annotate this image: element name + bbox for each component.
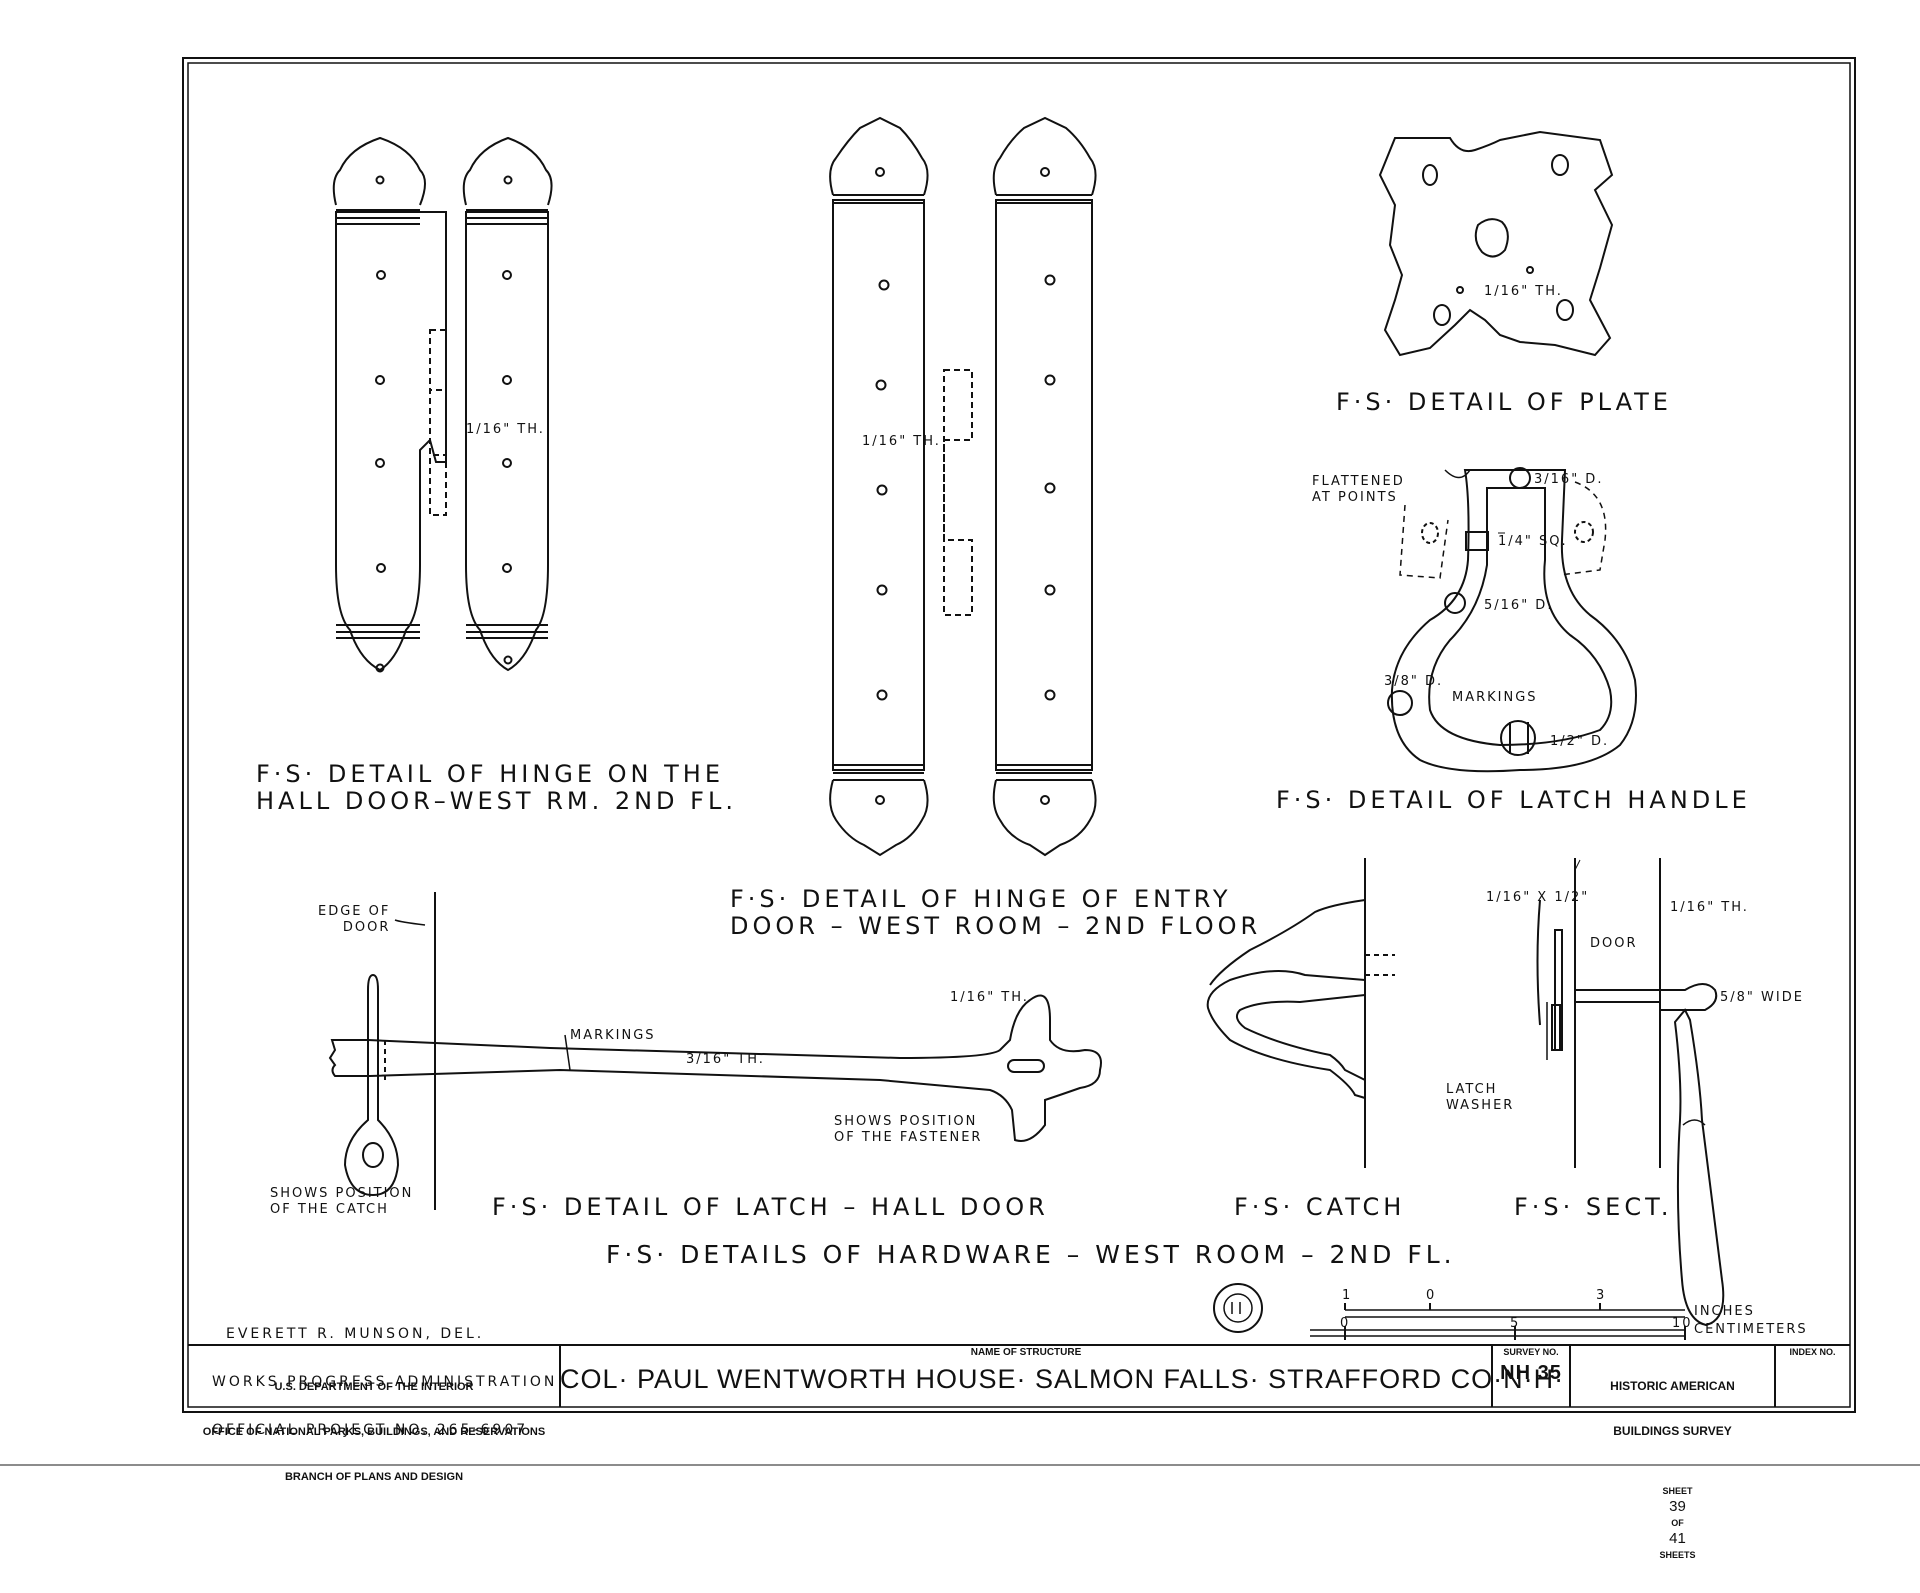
section-wide: 5/8" WIDE	[1720, 990, 1804, 1005]
latch-title: F·S· DETAIL OF LATCH – HALL DOOR	[492, 1193, 1049, 1221]
scale-cm-tick: 0	[1340, 1316, 1351, 1331]
credit-line: WORKS PROGRESS ADMINISTRATION	[212, 1374, 558, 1390]
agency-block: U.S. DEPARTMENT OF THE INTERIOR OFFICE O…	[192, 1350, 556, 1500]
sheet-prefix: SHEET	[1662, 1486, 1693, 1496]
section-dim-top: 1/16" X 1/2"	[1486, 890, 1590, 905]
habs-line: HISTORIC AMERICAN	[1610, 1379, 1735, 1393]
title-block-frame	[188, 1344, 1850, 1407]
outer-border	[182, 57, 1856, 1413]
scale-inch-tick: 1	[1342, 1288, 1353, 1303]
agency-line: U.S. DEPARTMENT OF THE INTERIOR	[274, 1381, 474, 1393]
latch-handle-dim-top: 3/16" D.	[1534, 472, 1604, 487]
index-no-label: INDEX NO.	[1789, 1347, 1836, 1357]
section-thickness: 1/16" TH.	[1670, 900, 1749, 915]
habs-line: BUILDINGS SURVEY	[1613, 1424, 1732, 1438]
section-title: F·S· SECT.	[1514, 1193, 1673, 1221]
hinge-hall-title-2: HALL DOOR–WEST RM. 2ND FL.	[256, 787, 737, 815]
hinge-entry-drawing	[829, 116, 1097, 857]
scale-bar	[1310, 1303, 1686, 1340]
sheet-total: 41	[1669, 1530, 1686, 1547]
hinge-entry-thickness: 1/16" TH.	[862, 434, 941, 449]
latch-handle-dim-sq: 1/4" SQ.	[1498, 534, 1568, 549]
latch-handle-title: F·S· DETAIL OF LATCH HANDLE	[1276, 786, 1751, 814]
section-latch-washer: LATCH WASHER	[1446, 1082, 1515, 1114]
latch-handle-drawing	[1387, 467, 1637, 773]
sheet-of: OF	[1671, 1518, 1684, 1528]
catch-title: F·S· CATCH	[1234, 1193, 1406, 1221]
surveyor-seal	[1213, 1283, 1263, 1333]
sheet-title: F·S· DETAILS OF HARDWARE – WEST ROOM – 2…	[606, 1240, 1456, 1269]
section-drawing	[1536, 858, 1725, 1327]
section-door: DOOR	[1590, 936, 1638, 951]
name-of-structure-label: NAME OF STRUCTURE	[970, 1347, 1082, 1358]
scale-cm-tick: 10	[1672, 1316, 1693, 1331]
latch-drawing	[328, 892, 1102, 1210]
survey-no-label: SURVEY NO.	[1503, 1347, 1559, 1357]
scale-inch-tick: 3	[1596, 1288, 1607, 1303]
scale-inches-label: INCHES	[1694, 1304, 1755, 1319]
plate-thickness: 1/16" TH.	[1484, 284, 1563, 299]
latch-handle-dim-bottom: 1/2" D.	[1550, 734, 1610, 749]
sheet-number: 39	[1669, 1498, 1686, 1515]
survey-no: NH 35	[1500, 1362, 1562, 1384]
latch-edge-of-door: EDGE OF DOOR	[318, 904, 391, 936]
latch-shows-fastener: SHOWS POSITION OF THE FASTENER	[834, 1114, 983, 1146]
structure-name: COL· PAUL WENTWORTH HOUSE· SALMON FALLS·…	[560, 1364, 1565, 1394]
plate-drawing	[1378, 130, 1614, 357]
credit-line: EVERETT R. MUNSON, DEL.	[226, 1326, 485, 1342]
latch-handle-dim-left: 3/8" D.	[1384, 674, 1444, 689]
hinge-entry-title-1: F·S· DETAIL OF HINGE OF ENTRY	[730, 885, 1232, 913]
agency-line: BRANCH OF PLANS AND DESIGN	[284, 1471, 464, 1483]
sheet-count: SHEET 39 OF 41 SHEETS	[1570, 1469, 1775, 1578]
scale-inch-tick: 0	[1426, 1288, 1437, 1303]
credit-line: OFFICIAL PROJECT NO. 265-6907	[212, 1422, 529, 1438]
agency-line: OFFICE OF NATIONAL PARKS, BUILDINGS, AND…	[202, 1426, 546, 1438]
latch-thickness: 3/16" TH.	[686, 1052, 765, 1067]
catch-drawing	[1206, 858, 1395, 1168]
sheet-suffix: SHEETS	[1659, 1550, 1696, 1560]
latch-shows-catch: SHOWS POSITION OF THE CATCH	[270, 1186, 414, 1218]
latch-markings: MARKINGS	[570, 1028, 656, 1043]
latch-thickness-end: 1/16" TH.	[950, 990, 1029, 1005]
latch-handle-flattened: FLATTENED AT POINTS	[1312, 474, 1405, 506]
scale-cm-tick: 5	[1510, 1316, 1521, 1331]
plate-title: F·S· DETAIL OF PLATE	[1336, 388, 1672, 416]
latch-handle-markings: MARKINGS	[1452, 690, 1538, 705]
habs-block: HISTORIC AMERICAN BUILDINGS SURVEY SHEET…	[1570, 1349, 1775, 1593]
latch-handle-dim-mid: 5/16" D.	[1484, 598, 1554, 613]
inner-border	[187, 62, 1851, 1408]
hinge-hall-drawing	[332, 136, 553, 673]
hinge-entry-title-2: DOOR – WEST ROOM – 2ND FLOOR	[730, 912, 1262, 940]
hinge-hall-title-1: F·S· DETAIL OF HINGE ON THE	[256, 760, 724, 788]
credits: EVERETT R. MUNSON, DEL. WORKS PROGRESS A…	[212, 1294, 557, 1454]
hinge-hall-thickness: 1/16" TH.	[466, 422, 545, 437]
scale-cm-label: CENTIMETERS	[1694, 1322, 1808, 1337]
